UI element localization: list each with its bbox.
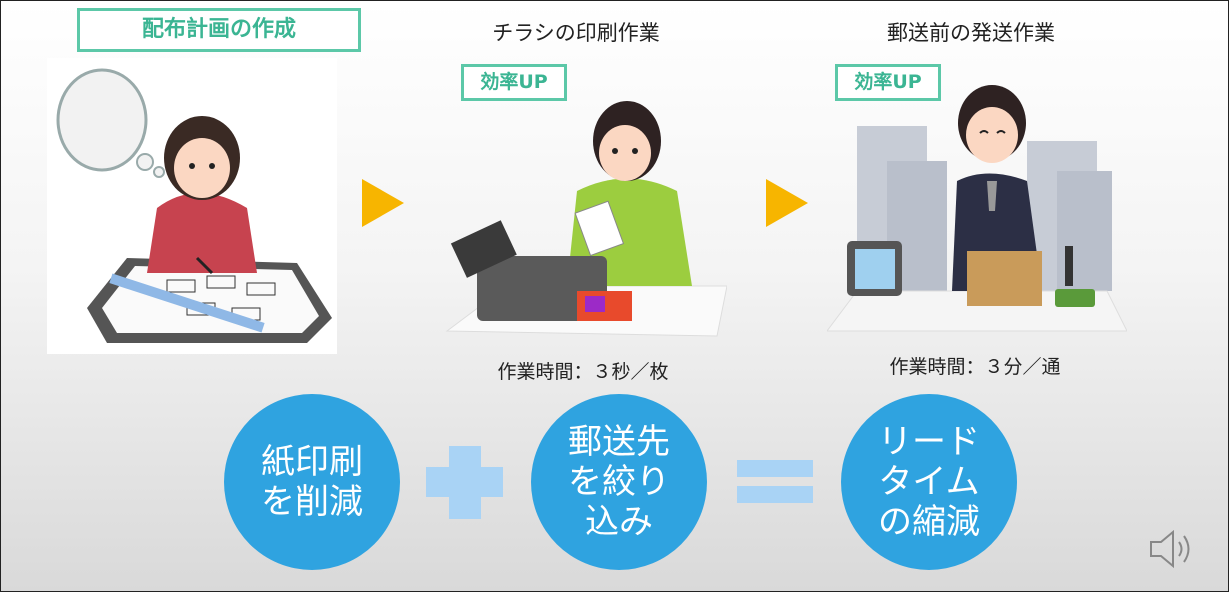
speaker-icon[interactable]	[1147, 524, 1197, 574]
equals-icon-lower	[737, 486, 813, 503]
shipping-illustration	[826, 81, 1128, 345]
step2-title: チラシの印刷作業	[492, 21, 660, 45]
reduce-paper-printing-circle: 紙印刷 を削減	[224, 394, 400, 570]
plus-icon-vertical	[449, 446, 481, 519]
efficiency-up-badge: 効率UP	[461, 64, 567, 101]
efficiency-up-badge: 効率UP	[835, 64, 941, 101]
step3-title: 郵送前の発送作業	[887, 21, 1055, 45]
circle-text: リード タイム の縮減	[878, 422, 980, 542]
circle-text: 郵送先 を絞り 込み	[568, 422, 670, 542]
lead-time-reduction-circle: リード タイム の縮減	[841, 394, 1017, 570]
narrow-recipients-circle: 郵送先 を絞り 込み	[531, 394, 707, 570]
printing-illustration	[427, 81, 728, 343]
equals-icon	[737, 460, 813, 477]
flow-arrow-icon	[766, 179, 808, 227]
shipping-work-time: 作業時間：３分／通	[889, 356, 1061, 378]
printing-work-time: 作業時間：３秒／枚	[497, 361, 669, 383]
circle-text: 紙印刷 を削減	[261, 442, 363, 522]
step1-title-box: 配布計画の作成	[77, 8, 361, 52]
planning-illustration	[47, 58, 337, 354]
flow-arrow-icon	[362, 179, 404, 227]
